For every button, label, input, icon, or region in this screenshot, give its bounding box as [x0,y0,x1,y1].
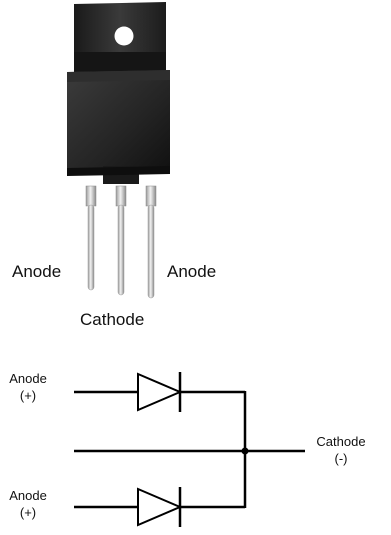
center-pin [115,185,127,207]
right-anode-label: Anode [167,262,217,281]
cathode-schematic-label: Cathode (-) [313,433,369,467]
bottom-anode-name: Anode [9,488,47,503]
package-tab [74,2,166,72]
package-body [67,70,170,184]
mounting-hole [114,26,134,46]
cathode-polarity: (-) [334,451,348,466]
top-anode-polarity: (+) [19,388,37,403]
left-pin [85,185,97,207]
right-pin [145,185,157,207]
bottom-anode-label: Anode (+) [6,487,50,521]
cathode-name: Cathode [316,434,366,449]
top-anode-name: Anode [9,371,47,386]
bottom-diode-triangle [137,487,183,527]
top-diode-triangle [137,372,183,412]
schematic-diagram [74,372,305,527]
junction-dot [241,447,249,455]
left-anode-label: Anode [12,262,62,281]
cathode-pin-label: Cathode [80,310,145,329]
bottom-anode-polarity: (+) [19,505,37,520]
top-anode-label: Anode (+) [6,370,50,404]
package-pins [85,185,157,299]
